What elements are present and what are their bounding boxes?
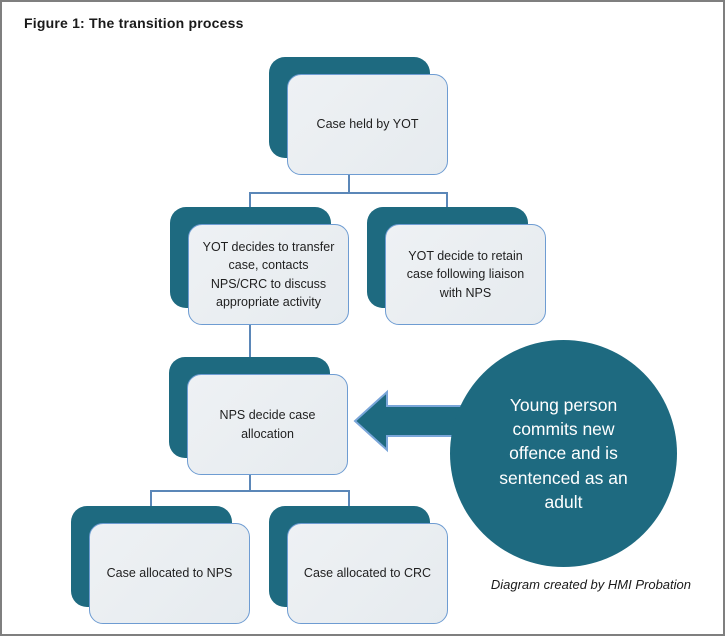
- callout-circle: Young person commits new offence and is …: [450, 340, 677, 567]
- node-label: NPS decide case allocation: [219, 408, 316, 441]
- connector-line: [249, 474, 251, 491]
- connector-line: [348, 175, 350, 193]
- connector-line: [150, 490, 350, 492]
- connector-line: [150, 490, 152, 507]
- flow-node-case-allocated-crc: Case allocated to CRC: [269, 506, 448, 624]
- connector-line: [249, 324, 251, 358]
- node-face: NPS decide case allocation: [187, 374, 348, 475]
- figure-caption: Diagram created by HMI Probation: [490, 577, 691, 592]
- connector-line: [446, 192, 448, 208]
- connector-line: [249, 192, 448, 194]
- flow-node-case-allocated-nps: Case allocated to NPS: [71, 506, 250, 624]
- node-label: Case allocated to NPS: [106, 566, 233, 581]
- flow-node-case-held-by-yot: Case held by YOT: [269, 57, 448, 175]
- node-label: Case held by YOT: [316, 117, 419, 132]
- connector-line: [348, 490, 350, 507]
- node-label: YOT decide to retain case following liai…: [406, 249, 525, 300]
- node-face: Case allocated to CRC: [287, 523, 448, 624]
- left-block-arrow-icon: [353, 389, 482, 453]
- flow-node-nps-decide-allocation: NPS decide case allocation: [169, 357, 348, 475]
- node-face: YOT decides to transfer case, contacts N…: [188, 224, 349, 325]
- callout-label: Young person commits new offence and is …: [499, 395, 628, 512]
- node-face: Case allocated to NPS: [89, 523, 250, 624]
- connector-line: [249, 192, 251, 208]
- node-label: Case allocated to CRC: [303, 566, 432, 581]
- flow-node-yot-decides-transfer: YOT decides to transfer case, contacts N…: [170, 207, 349, 325]
- flow-node-yot-decide-retain: YOT decide to retain case following liai…: [367, 207, 546, 325]
- node-face: Case held by YOT: [287, 74, 448, 175]
- node-label: YOT decides to transfer case, contacts N…: [202, 240, 335, 309]
- figure-title: Figure 1: The transition process: [24, 15, 244, 31]
- node-face: YOT decide to retain case following liai…: [385, 224, 546, 325]
